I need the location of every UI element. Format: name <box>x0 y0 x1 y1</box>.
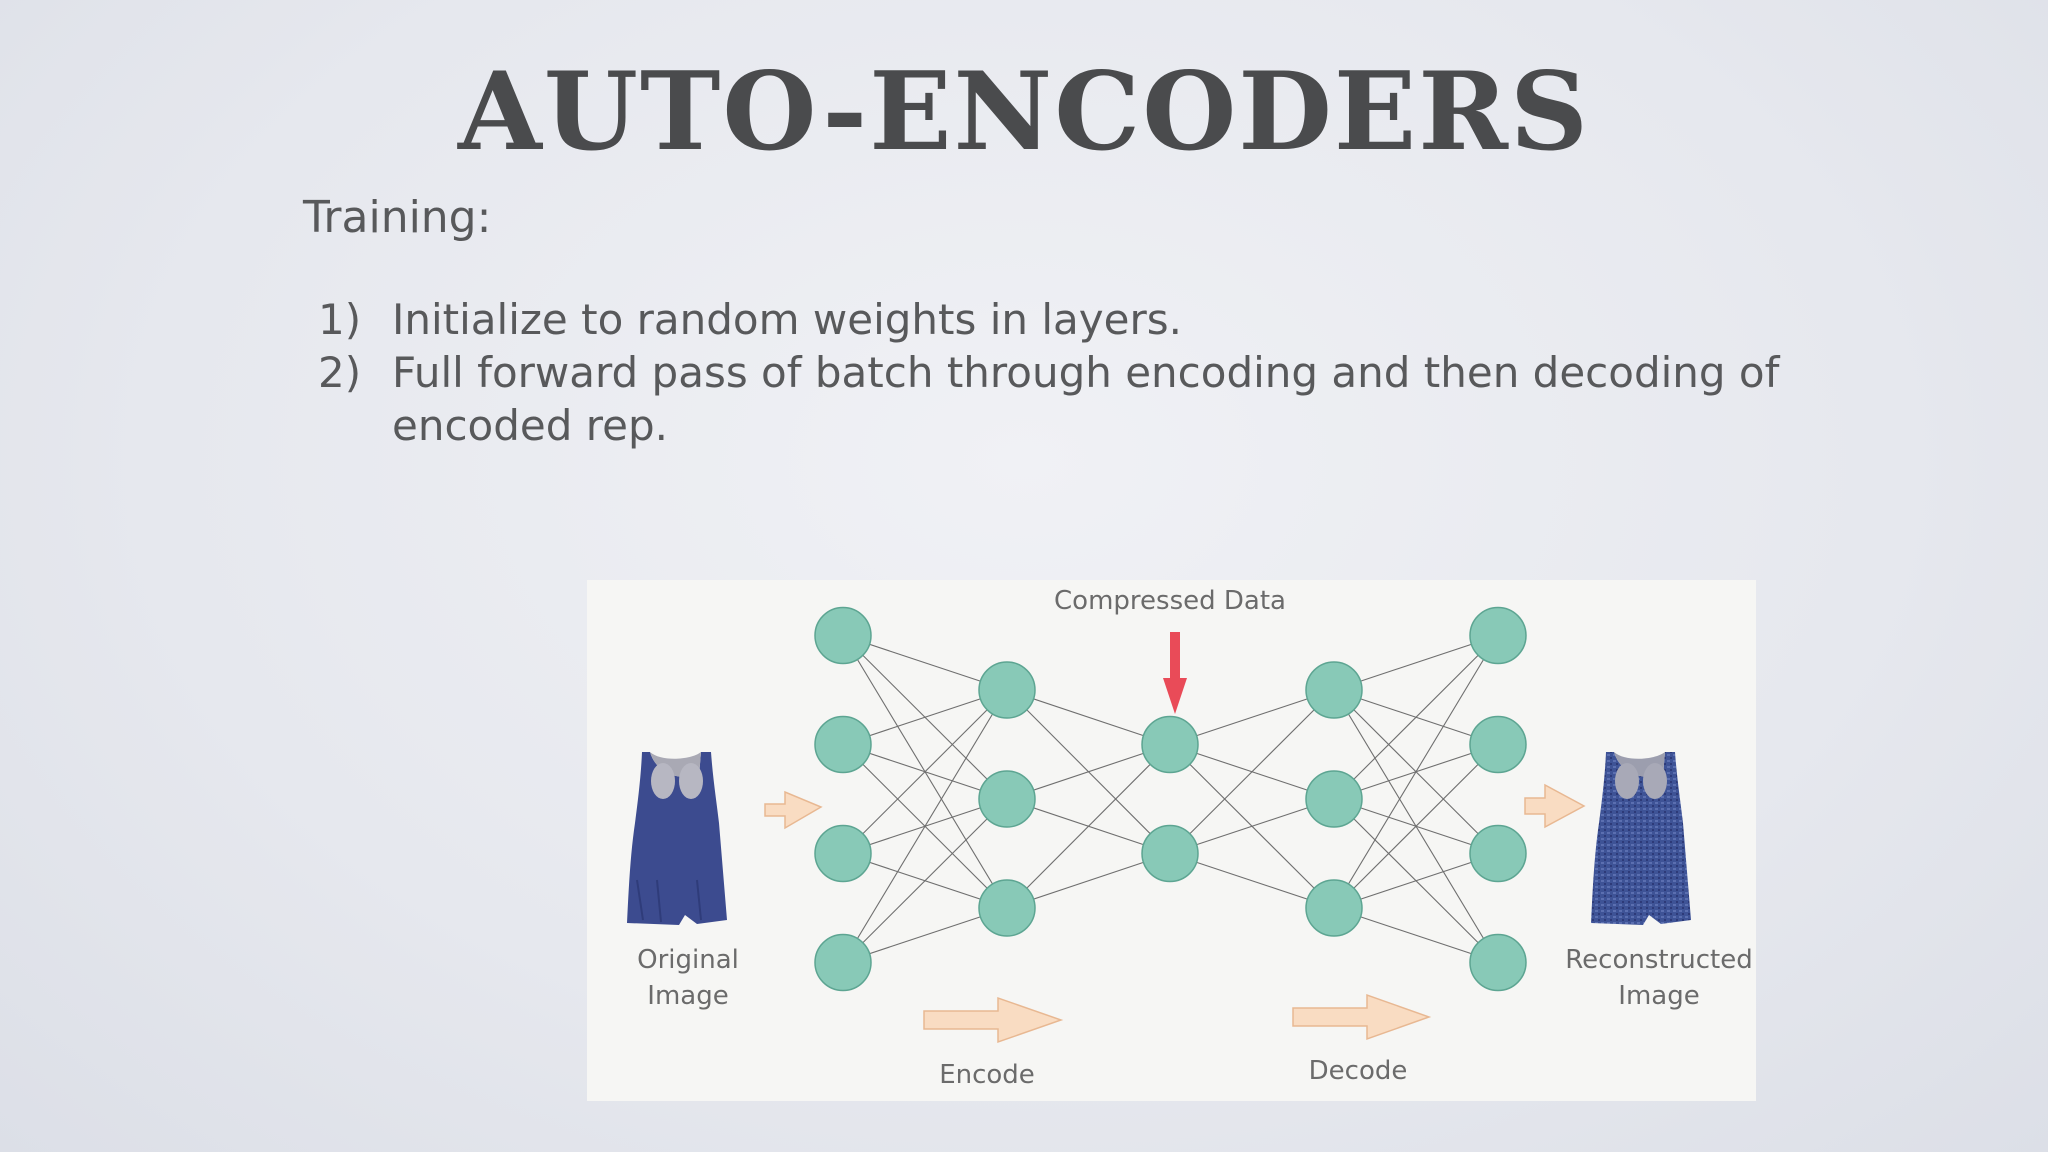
network-edge <box>1334 636 1498 800</box>
steps-list: 1) Initialize to random weights in layer… <box>318 293 1818 452</box>
network-node <box>1306 880 1362 936</box>
training-heading: Training: <box>303 192 491 243</box>
step-item: 1) Initialize to random weights in layer… <box>318 293 1818 346</box>
network-node <box>1470 717 1526 773</box>
original-image-label-line2: Image <box>647 981 728 1011</box>
autoencoder-diagram: Compressed Data Original Image Reconstru… <box>587 580 1756 1101</box>
network-node <box>979 880 1035 936</box>
network-node <box>1470 608 1526 664</box>
reconstructed-shirt-image <box>1591 752 1691 925</box>
step-number: 2) <box>318 346 392 399</box>
output-arrow <box>1525 785 1584 827</box>
step-number: 1) <box>318 293 392 346</box>
network-node <box>1306 662 1362 718</box>
input-arrow <box>765 792 821 828</box>
network-node <box>1470 935 1526 991</box>
encode-label: Encode <box>939 1060 1035 1090</box>
slide-title: AUTO-ENCODERS <box>0 58 2048 166</box>
original-shirt-image <box>627 752 727 925</box>
network-node <box>1470 826 1526 882</box>
reconstructed-image-label: Reconstructed <box>1565 945 1752 975</box>
compressed-data-label: Compressed Data <box>1054 586 1286 616</box>
network-edge <box>1334 745 1498 909</box>
network-node <box>815 608 871 664</box>
encode-arrow <box>924 998 1061 1042</box>
network-node <box>1306 771 1362 827</box>
autoencoder-diagram-svg: Compressed Data Original Image Reconstru… <box>587 580 1756 1101</box>
network-edge <box>1170 690 1334 854</box>
network-node <box>979 662 1035 718</box>
network-edge <box>1007 745 1170 909</box>
network-edge <box>843 799 1007 963</box>
network-node <box>1142 826 1198 882</box>
step-item: 2) Full forward pass of batch through en… <box>318 346 1818 452</box>
network-node <box>815 717 871 773</box>
step-text: Full forward pass of batch through encod… <box>392 346 1818 452</box>
network-node <box>815 935 871 991</box>
decode-arrow <box>1293 995 1429 1039</box>
network-node <box>979 771 1035 827</box>
network-node <box>815 826 871 882</box>
network-edge <box>843 690 1007 854</box>
step-text: Initialize to random weights in layers. <box>392 293 1818 346</box>
compressed-data-arrow <box>1163 632 1187 714</box>
network-node <box>1142 717 1198 773</box>
decode-label: Decode <box>1309 1056 1408 1086</box>
original-image-label: Original <box>637 945 739 975</box>
reconstructed-image-label-line2: Image <box>1618 981 1699 1011</box>
